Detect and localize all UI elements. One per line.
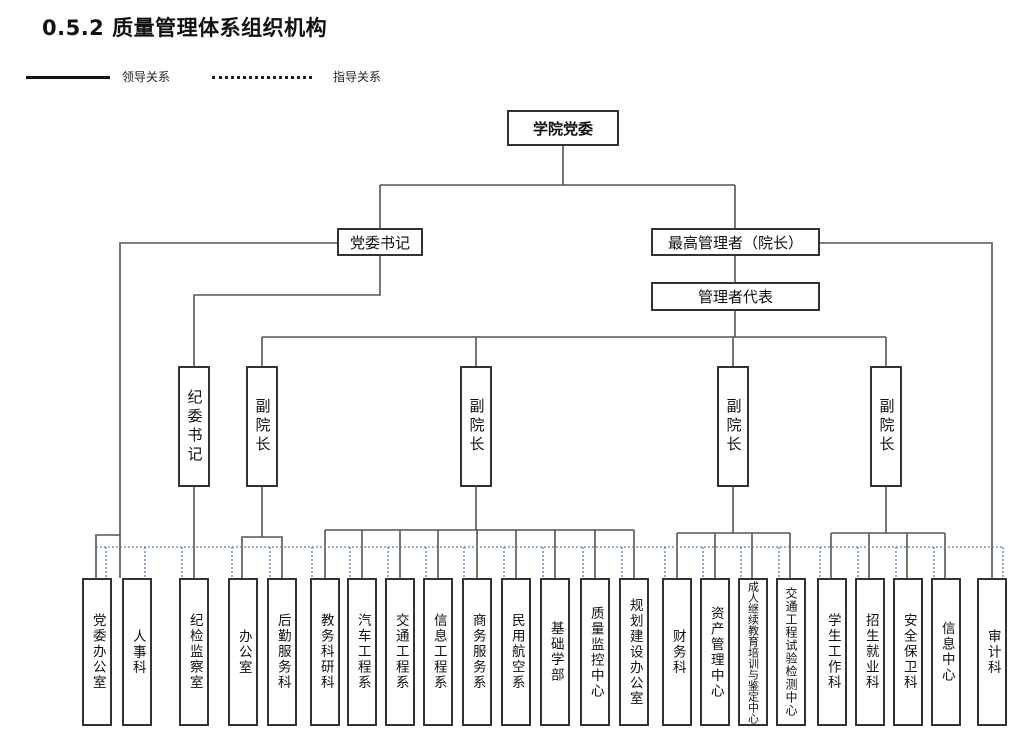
dept-adult-education: 成人继续教育培训与鉴定中心 bbox=[738, 578, 768, 726]
dept-traffic-engineering: 交通工程系 bbox=[385, 578, 415, 726]
node-vice-president-4: 副院长 bbox=[870, 366, 902, 487]
node-party-secretary: 党委书记 bbox=[337, 228, 423, 256]
node-vice-president-2: 副院长 bbox=[460, 366, 492, 487]
legend-solid-label: 领导关系 bbox=[122, 70, 171, 84]
node-management-representative: 管理者代表 bbox=[651, 282, 820, 311]
node-vice-president-3: 副院长 bbox=[717, 366, 749, 487]
dept-academic-research: 教务科研科 bbox=[310, 578, 340, 726]
dept-finance: 财务科 bbox=[662, 578, 692, 726]
node-discipline-secretary: 纪委书记 bbox=[178, 366, 210, 487]
line-vp3-drops bbox=[676, 533, 791, 578]
line-party-office-group bbox=[95, 534, 120, 578]
dept-quality-monitoring: 质量监控中心 bbox=[580, 578, 610, 726]
line-secretary-to-discipline bbox=[193, 256, 381, 366]
legend-dotted-line bbox=[212, 76, 312, 79]
dept-planning-construction: 规划建设办公室 bbox=[619, 578, 649, 726]
page-title: 0.5.2 质量管理体系组织机构 bbox=[42, 16, 328, 40]
dept-foundation: 基础学部 bbox=[540, 578, 570, 726]
dept-logistics: 后勤服务科 bbox=[267, 578, 297, 726]
dept-office: 办公室 bbox=[228, 578, 258, 726]
dept-business-services: 商务服务系 bbox=[462, 578, 492, 726]
dept-traffic-testing: 交通工程试验检测中心 bbox=[776, 578, 806, 726]
node-party-committee: 学院党委 bbox=[507, 110, 619, 146]
dotted-guidance-drops bbox=[105, 547, 1004, 578]
node-president: 最高管理者（院长） bbox=[651, 228, 820, 256]
line-vp4-drops bbox=[830, 533, 946, 578]
line-secretary-to-party-office bbox=[119, 242, 337, 578]
node-vice-president-1: 副院长 bbox=[246, 366, 278, 487]
dept-automotive-engineering: 汽车工程系 bbox=[347, 578, 377, 726]
dept-admissions-employment: 招生就业科 bbox=[855, 578, 885, 726]
dept-audit: 审计科 bbox=[977, 578, 1007, 726]
dept-personnel: 人事科 bbox=[122, 578, 152, 726]
dept-information-center: 信息中心 bbox=[931, 578, 961, 726]
legend-solid-line bbox=[26, 76, 110, 79]
line-president-to-audit bbox=[820, 242, 993, 578]
line-vp2-drops bbox=[324, 530, 635, 578]
dept-asset-management: 资产管理中心 bbox=[700, 578, 730, 726]
dept-student-affairs: 学生工作科 bbox=[817, 578, 847, 726]
dept-discipline-inspection: 纪检监察室 bbox=[179, 578, 209, 726]
legend-dotted-label: 指导关系 bbox=[333, 70, 382, 84]
dept-security: 安全保卫科 bbox=[893, 578, 923, 726]
dept-information-engineering: 信息工程系 bbox=[423, 578, 453, 726]
dept-civil-aviation: 民用航空系 bbox=[501, 578, 531, 726]
line-vp1-group bbox=[241, 536, 283, 578]
dept-party-office: 党委办公室 bbox=[82, 578, 112, 726]
